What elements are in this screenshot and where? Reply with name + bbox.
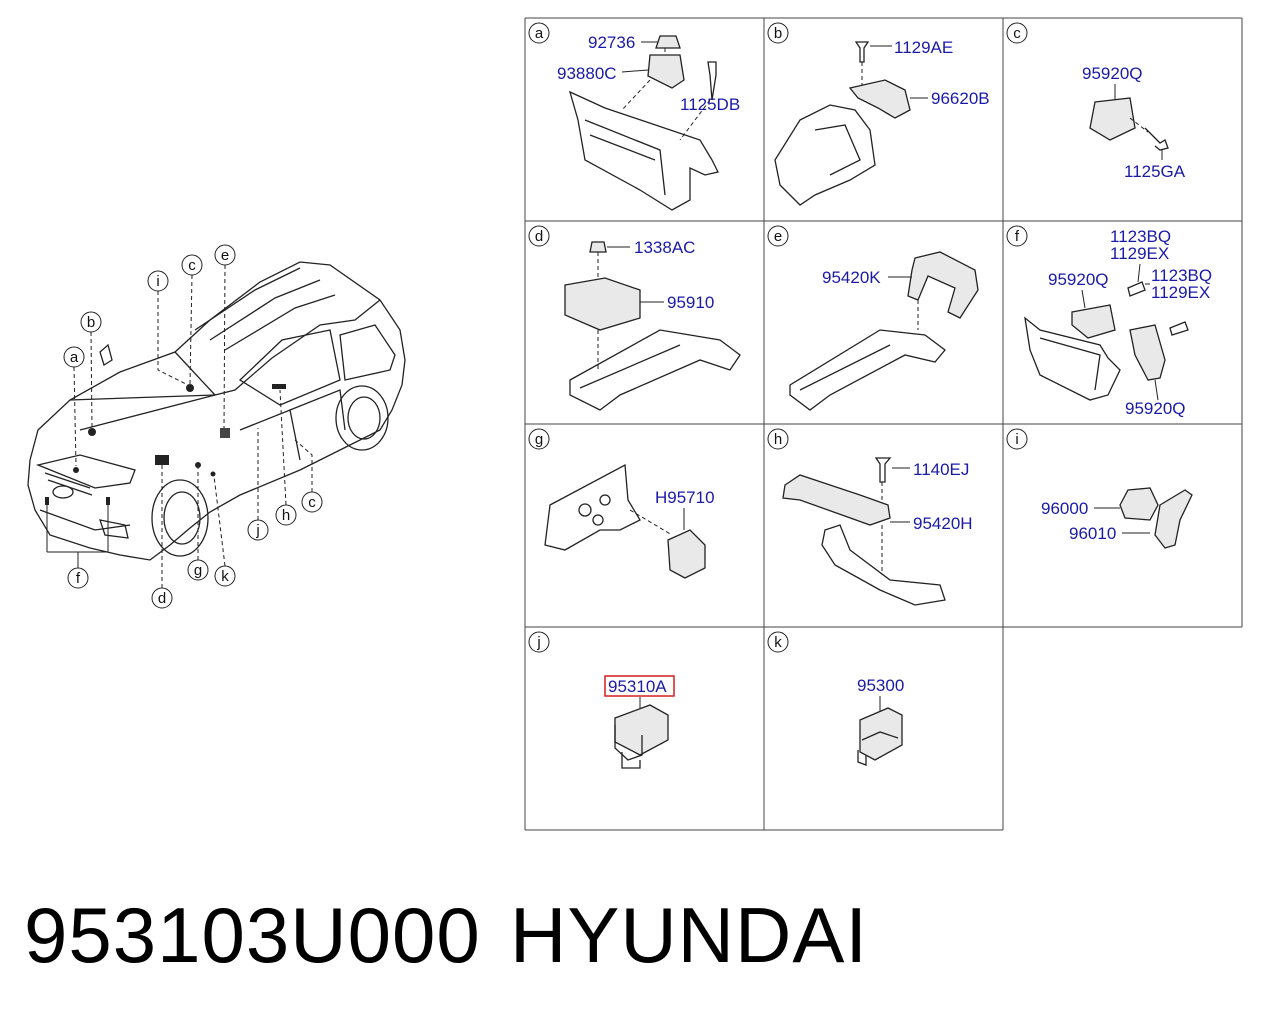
part-label[interactable]: 1129AE [894,38,953,57]
svg-text:a: a [70,349,79,366]
part-label[interactable]: 1129EX [1151,283,1210,302]
cell-b: b 1129AE 96620B [767,22,990,206]
cell-e: e 95420K [767,225,979,411]
callout-b[interactable]: b [80,311,102,429]
callout-k[interactable]: k [213,475,236,587]
svg-text:j: j [255,522,259,539]
footer-part-number: 953103U000 [24,891,481,979]
part-label[interactable]: 1140EJ [913,460,969,479]
callout-h[interactable]: h [275,389,297,526]
callout-c-bottom[interactable]: c [294,439,323,513]
part-label[interactable]: 93880C [557,64,617,83]
cell-a-letter: a [535,25,544,42]
svg-text:e: e [221,247,229,264]
highlight-box [604,675,675,697]
part-label[interactable]: 95420K [822,268,881,287]
svg-text:g: g [535,431,543,448]
part-label[interactable]: 95920Q [1082,64,1143,83]
svg-text:f: f [76,570,81,587]
part-label[interactable]: 96010 [1069,524,1116,543]
footer [0,850,1269,1017]
svg-text:g: g [194,562,202,579]
part-label[interactable]: 1123BQ [1151,266,1212,285]
svg-text:d: d [158,590,166,607]
cell-i: i 96000 96010 [1006,428,1193,549]
part-label[interactable]: 1129EX [1110,244,1169,263]
callout-e[interactable]: e [214,244,236,429]
part-label[interactable]: 92736 [588,33,635,52]
cell-d: d 1338AC 95910 [528,225,741,411]
svg-text:i: i [156,273,159,290]
callout-j[interactable]: j [247,428,269,541]
svg-text:b: b [774,25,782,42]
cell-c: c 95920Q 1125GA [1006,22,1186,181]
cell-f: f 1123BQ 1129EX 95920Q 1123BQ 1129EX 959… [1006,225,1212,418]
part-label[interactable]: 95920Q [1125,399,1186,418]
cell-j: j 95310A [528,631,675,769]
part-label[interactable]: 95420H [913,514,973,533]
callout-d[interactable]: d [151,465,173,609]
callout-a[interactable]: a [63,346,85,467]
vehicle-callouts: a b i c e f d [46,244,323,609]
parts-grid [524,17,1243,831]
cell-a: a 92736 93880C 1125DB [528,22,740,211]
svg-text:c: c [1013,25,1021,42]
svg-text:h: h [774,431,782,448]
svg-text:h: h [282,507,290,524]
part-label[interactable]: 95910 [667,293,714,312]
callout-f[interactable]: f [46,505,109,589]
part-label[interactable]: 95920Q [1048,270,1109,289]
part-label[interactable]: 96000 [1041,499,1088,518]
part-label[interactable]: 1338AC [634,238,695,257]
footer-brand: HYUNDAI [510,891,869,979]
svg-text:b: b [87,314,95,331]
part-label[interactable]: 95300 [857,676,904,695]
callout-c-top[interactable]: c [181,254,203,385]
svg-text:k: k [221,568,229,585]
cell-h: h 1140EJ 95420H [767,428,973,606]
highlighted-part-label[interactable]: 95310A [608,677,667,696]
part-label[interactable]: H95710 [655,488,715,507]
part-label[interactable]: 1123BQ [1110,227,1171,246]
svg-text:k: k [774,634,782,651]
part-label[interactable]: 1125GA [1124,162,1186,181]
svg-text:e: e [774,228,782,245]
svg-text:i: i [1015,431,1018,448]
parts-diagram: a b i c e f d [27,17,1243,831]
vehicle-illustration [27,261,406,561]
part-label[interactable]: 1125DB [680,95,740,114]
part-label[interactable]: 96620B [931,89,990,108]
svg-text:d: d [535,228,543,245]
callout-g[interactable]: g [187,468,209,581]
callout-i[interactable]: i [147,270,189,386]
svg-text:c: c [308,494,316,511]
cell-g: g H95710 [528,428,715,579]
svg-text:j: j [536,634,540,651]
svg-text:c: c [188,257,196,274]
svg-text:f: f [1015,228,1020,245]
cell-k: k 95300 [767,631,904,766]
